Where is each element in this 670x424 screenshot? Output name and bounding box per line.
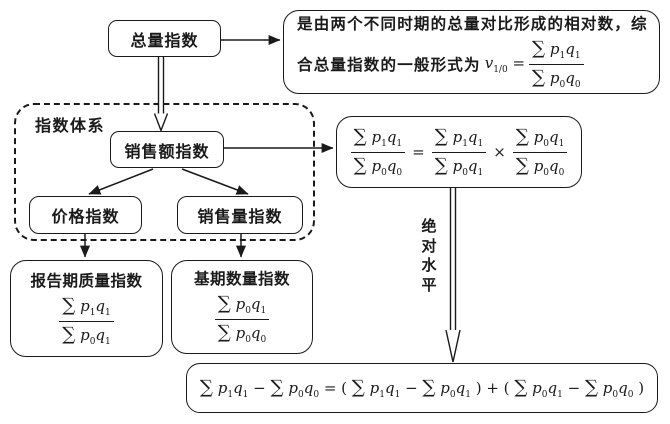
index-system-label: 指数体系 bbox=[35, 118, 106, 135]
node-decomposition-equation: ∑ p1q1 ∑ p0q0 = ∑ p1q1 ∑ p0q1 × ∑ p0q1 ∑… bbox=[336, 116, 582, 188]
fraction-denominator: ∑ p0q0 bbox=[532, 66, 581, 90]
index-system-group: 指数体系 bbox=[14, 103, 315, 241]
node-absolute-difference-formula: ∑ p1q1 − ∑ p0q0 = ( ∑ p1q1 − ∑ p0q1 ) + … bbox=[186, 363, 658, 413]
times-sign: × bbox=[493, 143, 506, 161]
sales-volume-index-label: 销售量指数 bbox=[197, 209, 283, 226]
quality-index-fraction: ∑ p1q1 ∑ p0q1 bbox=[59, 294, 114, 348]
fraction-numerator: ∑ p0q1 bbox=[512, 125, 568, 153]
fraction-denominator: ∑ p0q1 bbox=[62, 323, 111, 347]
node-price-index: 价格指数 bbox=[29, 196, 142, 234]
definition-fraction: ∑ p1q1 ∑ p0q0 bbox=[529, 37, 584, 91]
node-sales-volume-index: 销售量指数 bbox=[177, 196, 303, 234]
quantity-index-title: 基期数量指数 bbox=[193, 271, 290, 289]
hollow-arrow-equation-to-bottom bbox=[445, 188, 461, 363]
equation-fraction-2: ∑ p1q1 ∑ p0q1 bbox=[431, 125, 487, 179]
fraction-numerator: ∑ p1q1 bbox=[529, 37, 584, 65]
node-sales-amount-index: 销售额指数 bbox=[110, 131, 224, 168]
fraction-denominator: ∑ p0q1 bbox=[434, 154, 484, 178]
absolute-level-label: 绝对水平 bbox=[421, 218, 437, 294]
total-index-label: 总量指数 bbox=[130, 32, 199, 50]
decomposition-equation: ∑ p1q1 ∑ p0q0 = ∑ p1q1 ∑ p0q1 × ∑ p0q1 ∑… bbox=[349, 125, 570, 179]
equation-fraction-3: ∑ p0q1 ∑ p0q0 bbox=[512, 125, 568, 179]
price-index-label: 价格指数 bbox=[51, 209, 120, 226]
node-reporting-period-quality-index: 报告期质量指数 ∑ p1q1 ∑ p0q1 bbox=[10, 260, 163, 357]
quality-index-title: 报告期质量指数 bbox=[30, 272, 143, 290]
sales-amount-index-label: 销售额指数 bbox=[124, 143, 210, 161]
fraction-denominator: ∑ p0q0 bbox=[217, 322, 267, 345]
fraction-denominator: ∑ p0q0 bbox=[515, 154, 565, 178]
definition-line2: 合总量指数的一般形式为 v1/0 = ∑ p1q1 ∑ p0q0 bbox=[297, 37, 586, 91]
definition-line2-text: 合总量指数的一般形式为 bbox=[297, 57, 481, 74]
equation-fraction-1: ∑ p1q1 ∑ p0q0 bbox=[350, 125, 406, 179]
definition-lhs: v1/0 = bbox=[484, 53, 526, 75]
fraction-numerator: ∑ p1q1 bbox=[350, 125, 406, 153]
definition-line1: 是由两个不同时期的总量对比形成的相对数，综 bbox=[297, 15, 648, 33]
fraction-numerator: ∑ p1q1 bbox=[431, 125, 487, 153]
equals-sign: = bbox=[412, 143, 425, 161]
absolute-difference-formula: ∑ p1q1 − ∑ p0q0 = ( ∑ p1q1 − ∑ p0q1 ) + … bbox=[199, 376, 645, 400]
node-definition: 是由两个不同时期的总量对比形成的相对数，综 合总量指数的一般形式为 v1/0 =… bbox=[283, 10, 660, 94]
fraction-numerator: ∑ p1q1 bbox=[59, 294, 114, 322]
fraction-denominator: ∑ p0q0 bbox=[353, 154, 403, 178]
node-total-index: 总量指数 bbox=[108, 20, 221, 57]
quantity-index-fraction: ∑ p0q1 ∑ p0q0 bbox=[214, 292, 270, 346]
node-base-period-quantity-index: 基期数量指数 ∑ p0q1 ∑ p0q0 bbox=[171, 260, 313, 354]
fraction-numerator: ∑ p0q1 bbox=[214, 292, 270, 320]
